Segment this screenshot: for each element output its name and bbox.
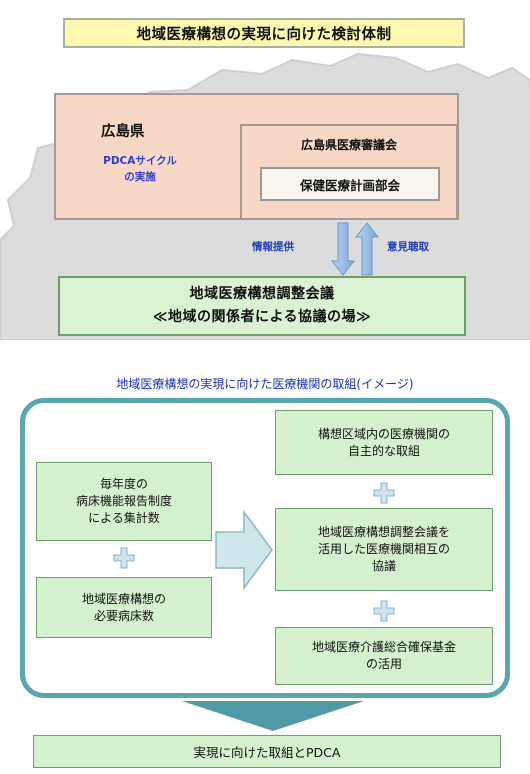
box-line: 病床機能報告制度	[75, 494, 172, 508]
subcommittee-label: 保健医療計画部会	[299, 177, 400, 193]
final-outcome-box: 実現に向けた取組とPDCA	[33, 735, 501, 768]
section-subtitle: 地域医療構想の実現に向けた医療機関の取組(イメージ)	[116, 377, 414, 391]
box-line: 構想区域内の医療機関の	[317, 426, 450, 441]
box-line: による集計数	[88, 511, 160, 525]
fund-utilization-box: 地域医療介護総合確保基金 の活用	[275, 627, 493, 685]
box-line: 協議	[371, 559, 396, 573]
pdca-line-1: PDCAサイクル	[103, 155, 177, 167]
pdca-cycle-text: PDCAサイクル の実施	[80, 153, 200, 185]
diagram-title: 地域医療構想の実現に向けた検討体制	[136, 26, 392, 43]
box-line: 自主的な取組	[347, 443, 420, 458]
down-arrow-icon	[182, 701, 364, 731]
box-line: 地域医療構想の	[81, 591, 166, 606]
meeting-title: 地域医療構想調整会議	[189, 286, 335, 302]
right-arrow-icon	[215, 510, 273, 590]
box-line: 地域医療構想調整会議を	[317, 525, 450, 539]
annual-report-box: 毎年度の 病床機能報告制度 による集計数	[36, 462, 212, 541]
bidirectional-arrows-icon	[330, 222, 380, 276]
plus-icon	[113, 547, 135, 569]
opinion-hearing-label: 意見聴取	[387, 241, 429, 253]
subcommittee-box: 保健医療計画部会	[260, 167, 440, 201]
box-line: の活用	[365, 657, 402, 671]
plus-icon	[373, 482, 395, 504]
regional-meeting-box: 地域医療構想調整会議 ≪地域の関係者による協議の場≫	[58, 276, 466, 336]
medical-council-label: 広島県医療審議会	[300, 138, 397, 152]
voluntary-initiatives-box: 構想区域内の医療機関の 自主的な取組	[275, 410, 493, 475]
pdca-line-2: の実施	[124, 171, 156, 183]
title-banner: 地域医療構想の実現に向けた検討体制	[63, 18, 465, 48]
final-outcome-label: 実現に向けた取組とPDCA	[193, 745, 341, 760]
box-line: 地域医療介護総合確保基金	[311, 640, 456, 654]
box-line: 毎年度の	[99, 477, 148, 491]
mutual-consultation-box: 地域医療構想調整会議を 活用した医療機関相互の 協議	[275, 508, 493, 591]
required-beds-box: 地域医療構想の 必要病床数	[36, 577, 212, 638]
info-provision-label: 情報提供	[252, 241, 294, 253]
prefecture-name: 広島県	[101, 124, 145, 140]
meeting-subtitle: ≪地域の関係者による協議の場≫	[152, 309, 372, 325]
box-line: 必要病床数	[93, 608, 154, 623]
plus-icon	[373, 600, 395, 622]
box-line: 活用した医療機関相互の	[317, 542, 450, 556]
